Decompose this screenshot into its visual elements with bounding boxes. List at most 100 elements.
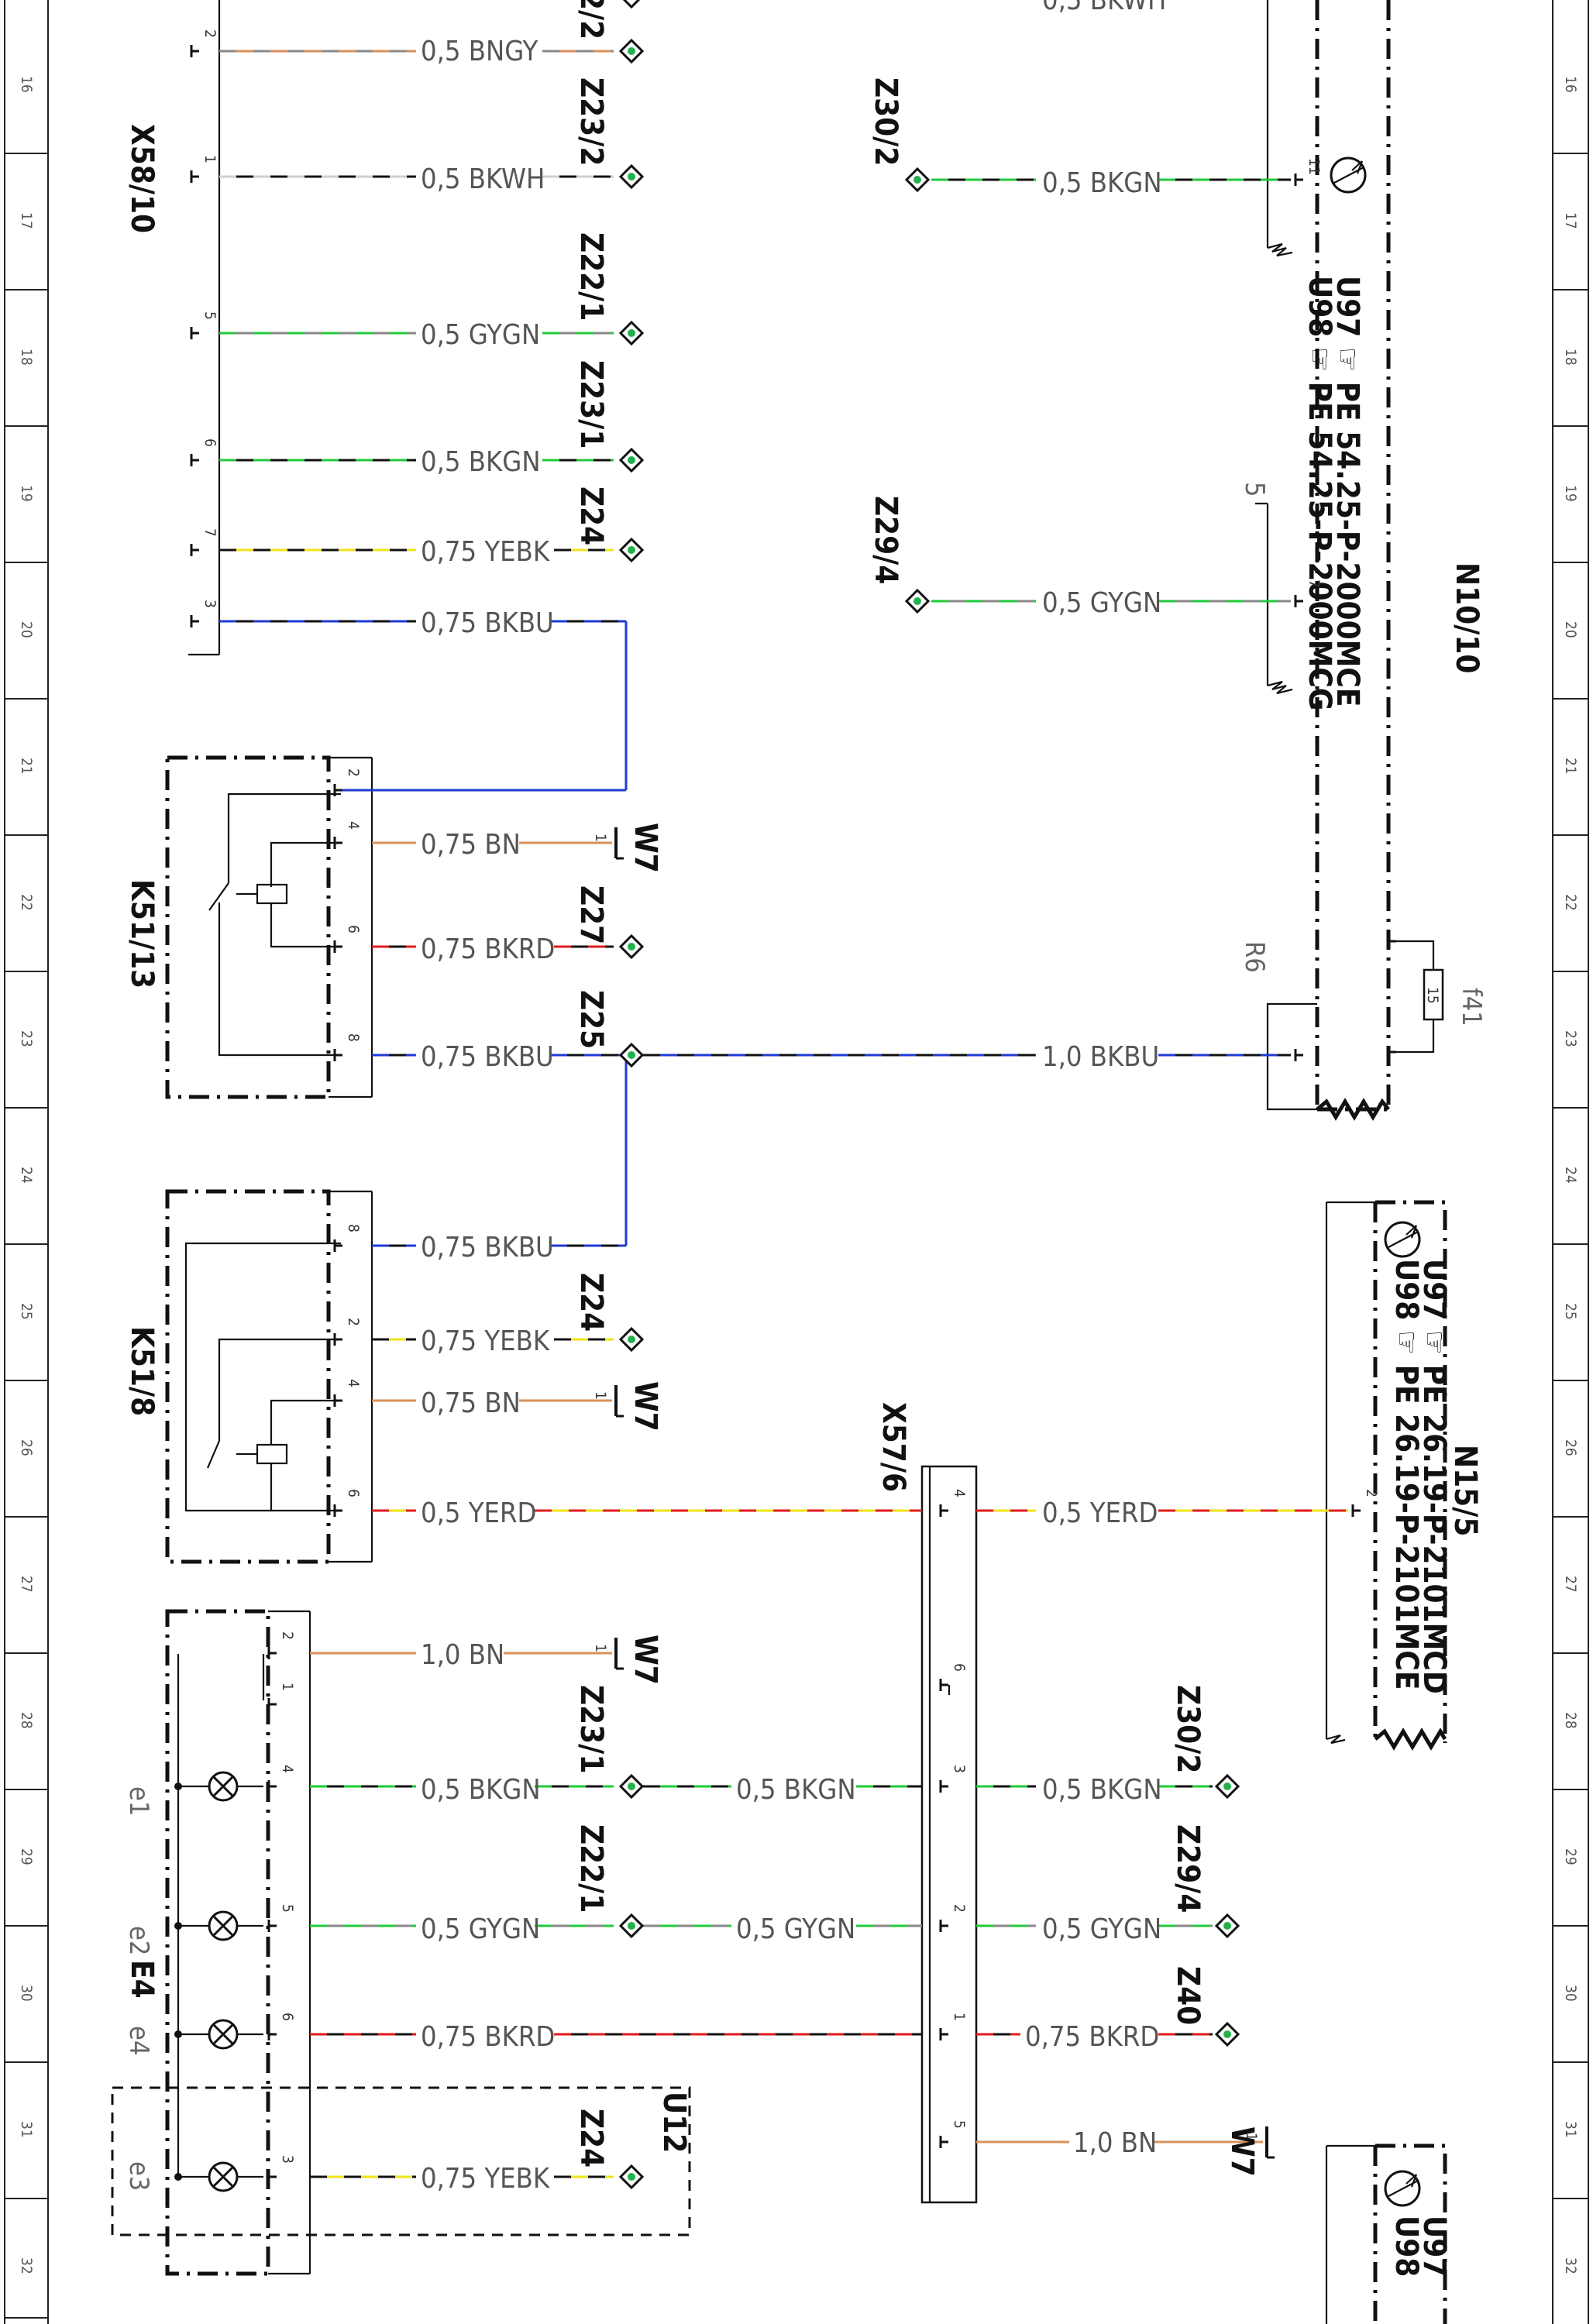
wire-label-e4-p4: 0,5 BKGN: [421, 1774, 541, 1806]
terminal-dot: [628, 1783, 635, 1790]
w7-pin-number: 1: [592, 1644, 609, 1652]
pin-bracket: [939, 1780, 948, 1793]
pin-bracket: [333, 1239, 342, 1252]
pin-bracket: [333, 837, 342, 849]
row-number-right: 21: [1562, 758, 1579, 775]
pin-number: 6: [345, 925, 362, 933]
target-w7d: W7: [1224, 2126, 1260, 2177]
pe-bottom-line1: U97: [1416, 2216, 1452, 2277]
pin-number: 1: [201, 155, 218, 163]
row-number-left: 19: [18, 485, 35, 502]
pin-number: 2: [1363, 1489, 1380, 1497]
pin-bracket: [267, 1647, 277, 1659]
terminal-dot: [1223, 1922, 1231, 1930]
label-x57-6: X57/6: [876, 1402, 911, 1492]
row-number-left: 24: [18, 1167, 35, 1184]
label-n10-10: N10/10: [1449, 562, 1485, 673]
wire-label-x58-p6: 0,5 BKGN: [421, 446, 541, 478]
pin-number: 2: [279, 1631, 296, 1640]
pin-bracket: [267, 1698, 277, 1710]
wires: [219, 50, 1348, 2178]
pin-bracket: [1294, 1049, 1303, 1061]
row-number-left: 20: [18, 621, 35, 638]
label-e3: e3: [123, 2161, 154, 2191]
target-z29-4b: Z29/4: [1170, 1824, 1206, 1913]
pin-bracket: [1294, 595, 1303, 607]
relay-k51-13: K51/13: [124, 755, 373, 1099]
row-number-right: 19: [1562, 485, 1579, 502]
pin-bracket: [190, 327, 199, 339]
wire-label-k8-p8: 0,75 BKBU: [421, 1232, 554, 1263]
row-number-left: 18: [18, 349, 35, 366]
terminal-dot: [1223, 1783, 1231, 1790]
module-n15-5: N15/5 U97 ☞ PE 26.19-P-2101MCD U98 ☞ PE …: [1325, 1200, 1483, 1751]
label-x58-10: X58/10: [124, 124, 160, 233]
row-number-right: 28: [1562, 1712, 1579, 1729]
wire-label-k8-p2: 0,75 YEBK: [421, 1325, 550, 1357]
pe-n10-line1: U97 ☞ PE 54.25-P-2000MCE: [1330, 276, 1365, 706]
terminal-diamonds: [618, 0, 1240, 2190]
pin-bracket: [190, 170, 199, 183]
pin-bracket: [190, 454, 199, 466]
label-e4-lamp: e4: [123, 2026, 154, 2055]
wire-label-z221-x57: 0,5 GYGN: [736, 1913, 855, 1945]
row-number-right: 20: [1562, 621, 1579, 638]
pin-number: 8: [345, 1224, 362, 1232]
pin-number: 2: [345, 768, 362, 777]
terminal-dot: [628, 2173, 635, 2181]
pin-number: 5: [201, 311, 218, 320]
pin-number: 2: [345, 1318, 362, 1326]
terminal-dot: [628, 329, 635, 337]
row-number-left: 16: [18, 76, 35, 93]
pin-bracket: [190, 45, 199, 57]
w7-pin-number: 1: [592, 1391, 609, 1400]
row-number-right: 31: [1562, 2121, 1579, 2138]
ground-w7-symbols: 1 1 1 1: [592, 827, 1275, 2159]
pin-bracket: [1387, 1046, 1396, 1058]
pin-bracket: [267, 2171, 277, 2183]
target-z24c: Z24: [573, 2109, 609, 2168]
lamps: [174, 1771, 263, 2192]
pin-bracket: [1387, 935, 1396, 947]
row-number-left: 23: [18, 1030, 35, 1047]
wire-label-z302-n10: 0,5 BKGN: [1042, 167, 1162, 199]
row-number-right: 24: [1562, 1167, 1579, 1184]
wire-label-z294-n10: 0,5 GYGN: [1042, 587, 1161, 619]
target-z23-1a: Z23/1: [573, 360, 609, 449]
terminal-dot: [1223, 2030, 1231, 2038]
pin-bracket: [333, 1394, 342, 1407]
pin-number: 2: [201, 29, 218, 38]
target-z29-4a: Z29/4: [868, 496, 903, 584]
label-k51-13: K51/13: [124, 879, 160, 988]
target-z24b: Z24: [573, 1273, 609, 1332]
pin-number: 7: [201, 528, 218, 537]
row-number-right: 23: [1562, 1030, 1579, 1047]
wire-label-x57-z294: 0,5 GYGN: [1042, 1913, 1161, 1945]
w7-pin-number: 1: [1243, 2133, 1260, 2141]
fuse-f41: 15 f41: [1388, 940, 1487, 1054]
label-e2: e2: [123, 1926, 154, 1955]
row-number-right: 26: [1562, 1439, 1579, 1456]
row-number-right: 27: [1562, 1576, 1579, 1593]
junction-verticals: [341, 621, 628, 1246]
row-number-left: 26: [18, 1439, 35, 1456]
wire-label-k8-p6: 0,5 YERD: [421, 1497, 536, 1529]
terminal-diamond: [622, 0, 641, 9]
pin-number: 6: [345, 1489, 362, 1497]
wire-label-k13-p4: 0,75 BN: [421, 829, 521, 861]
pin-number: 4: [345, 821, 362, 830]
w7-pin-number: 1: [592, 834, 609, 842]
target-z23-2: Z23/2: [573, 77, 609, 166]
target-z23-1b: Z23/1: [573, 1685, 609, 1773]
target-z22-1a: Z22/1: [573, 232, 609, 321]
pin-number: 6: [201, 438, 218, 447]
relay-k51-8: K51/8: [124, 1189, 373, 1564]
wire-label-k8-p4: 0,75 BN: [421, 1387, 521, 1419]
label-u12: U12: [656, 2092, 692, 2153]
row-number-left: 21: [18, 758, 35, 775]
pe-n15-line2: U98 ☞ PE 26.19-P-2101MCE: [1388, 1259, 1424, 1690]
terminal-dot: [628, 456, 635, 464]
